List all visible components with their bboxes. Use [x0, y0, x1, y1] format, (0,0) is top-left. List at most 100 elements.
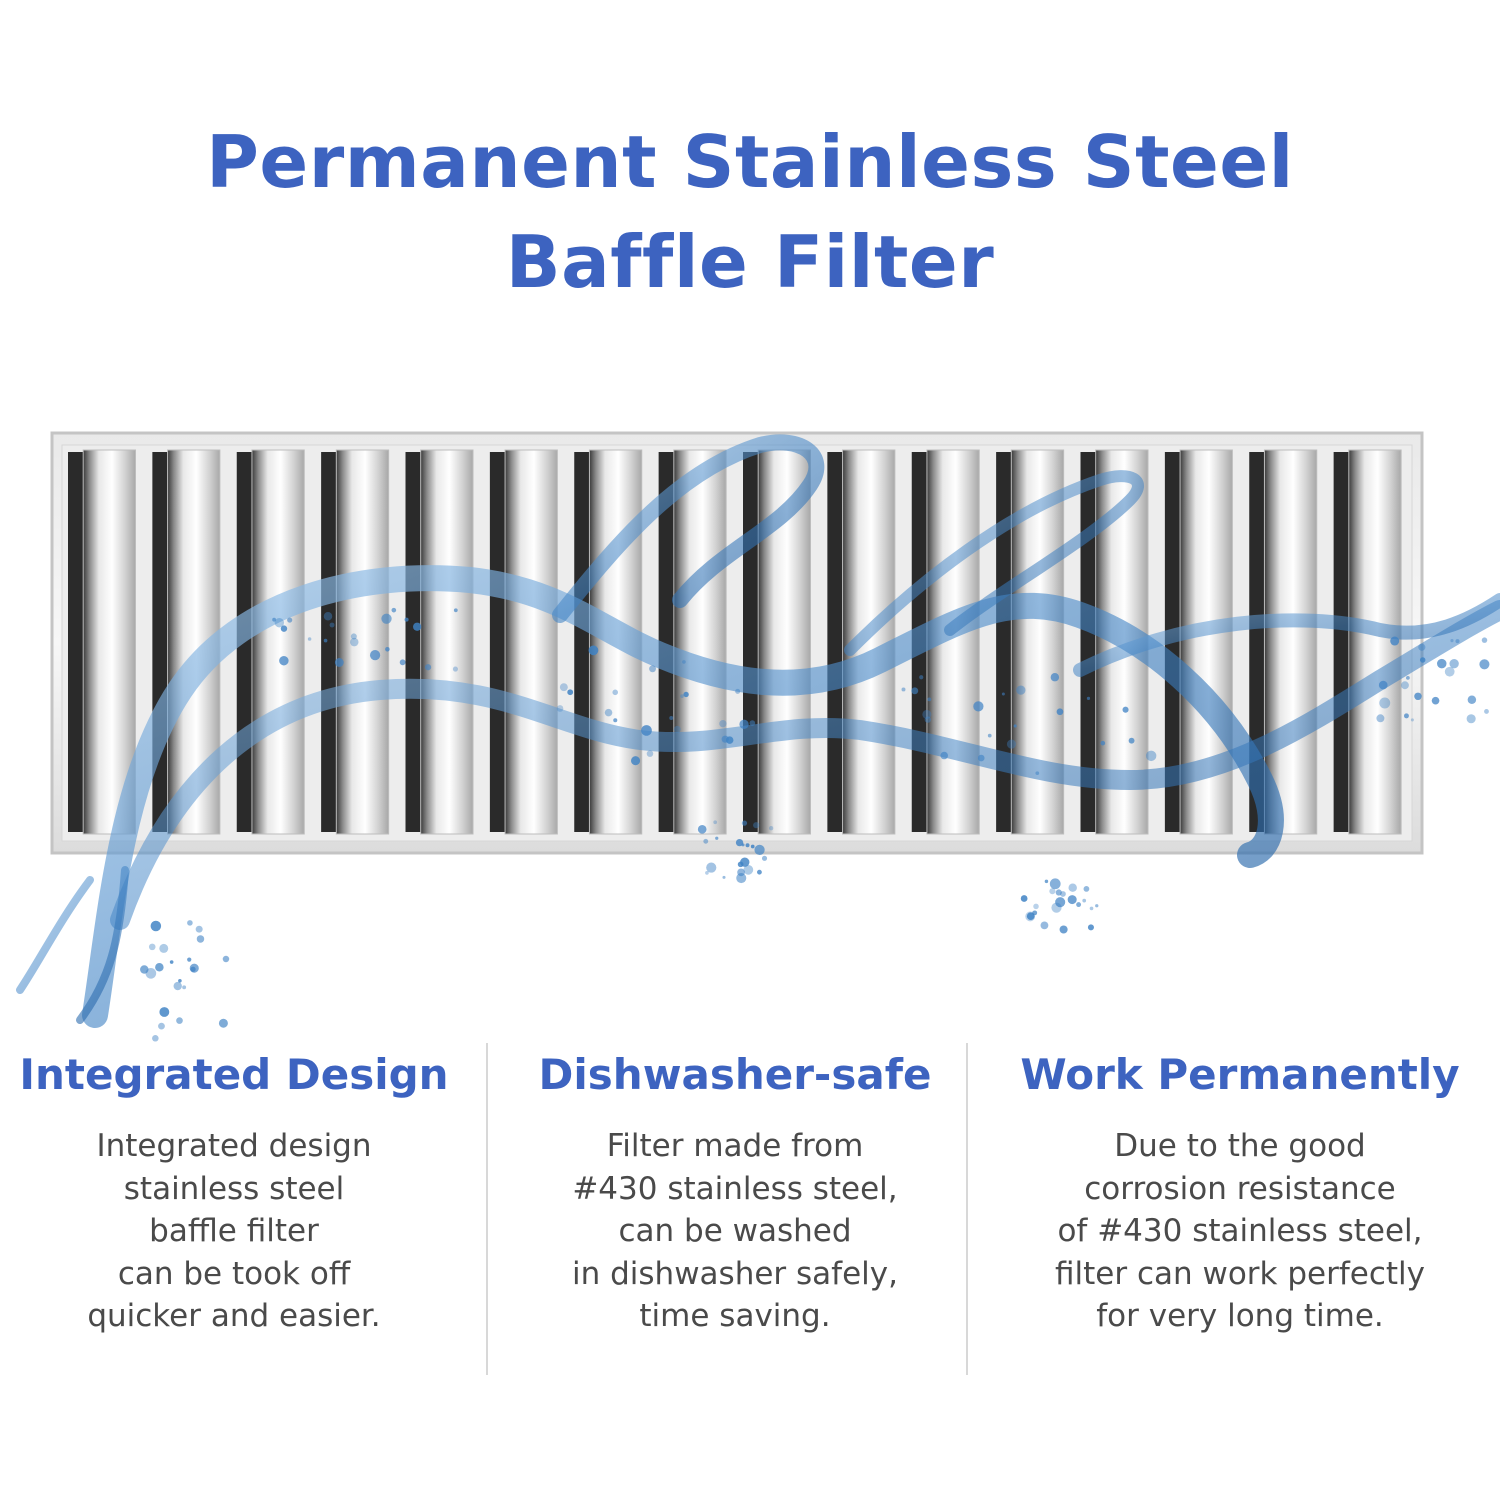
water-droplet: [1100, 740, 1106, 746]
feature-line: of #430 stainless steel,: [1057, 1213, 1423, 1249]
water-droplet: [1060, 891, 1066, 897]
water-droplet: [1051, 902, 1062, 913]
water-droplet: [745, 843, 750, 848]
water-droplet: [1484, 709, 1489, 714]
column-divider: [486, 1043, 488, 1375]
water-droplet: [604, 708, 613, 717]
water-droplet: [940, 751, 949, 760]
water-droplet: [1055, 897, 1066, 908]
water-droplet: [613, 718, 618, 723]
water-droplet: [1419, 657, 1426, 663]
water-droplet: [1026, 912, 1035, 921]
water-droplet: [280, 625, 288, 632]
water-droplet: [741, 820, 748, 826]
baffle-blade: [251, 449, 305, 835]
water-droplet: [1481, 637, 1488, 643]
water-droplet: [749, 720, 756, 726]
water-droplet: [391, 607, 397, 613]
feature-line: #430 stainless steel,: [572, 1170, 898, 1207]
water-droplet: [1076, 902, 1082, 908]
water-droplet: [754, 844, 765, 856]
feature-line: Integrated design: [96, 1128, 372, 1164]
water-droplet: [1479, 659, 1490, 670]
water-droplet: [150, 920, 162, 932]
water-droplet: [927, 697, 932, 702]
feature-line: can be washed: [618, 1213, 852, 1249]
water-droplet: [1016, 685, 1026, 695]
water-droplet: [1050, 672, 1060, 682]
feature-line: in dishwasher safely,: [572, 1255, 898, 1292]
water-droplet: [334, 658, 344, 667]
water-droplet: [612, 689, 619, 696]
water-droplet: [1403, 713, 1409, 719]
water-droplet: [706, 862, 717, 873]
baffle-blade: [673, 449, 727, 835]
water-droplet: [1001, 692, 1005, 696]
water-droplet: [735, 838, 744, 847]
water-droplet: [1087, 924, 1094, 931]
feature-line: stainless steel: [123, 1170, 345, 1207]
baffle-filter-image: [0, 400, 1500, 1060]
baffle-blade: [82, 449, 136, 835]
water-droplet: [1406, 676, 1410, 680]
water-droplet: [987, 733, 992, 738]
baffle-blade: [335, 449, 390, 835]
water-droplet: [218, 1018, 228, 1028]
water-droplet: [649, 665, 656, 673]
water-droplet: [713, 820, 718, 825]
water-droplet: [404, 617, 409, 622]
baffle-slot: [405, 452, 425, 832]
baffle-blade: [420, 449, 474, 835]
water-droplet: [1035, 771, 1040, 776]
water-droplet: [924, 716, 932, 723]
water-droplet: [173, 981, 182, 991]
water-droplet: [385, 647, 390, 652]
water-droplet: [753, 822, 760, 829]
feature-line: quicker and easier.: [87, 1298, 381, 1334]
water-droplet: [350, 633, 357, 640]
water-droplet: [631, 756, 641, 766]
baffle-blade: [504, 449, 558, 835]
water-droplet: [287, 617, 293, 623]
water-droplet: [757, 869, 762, 875]
water-droplet: [1437, 658, 1447, 669]
water-droplet: [140, 965, 149, 974]
feature-line: Due to the good: [1114, 1128, 1366, 1164]
water-droplet: [424, 664, 432, 671]
water-droplet: [1082, 898, 1087, 903]
baffle-slot: [996, 452, 1015, 832]
baffle-slot: [321, 452, 340, 832]
baffle-slot: [489, 452, 509, 832]
water-droplet: [187, 957, 192, 962]
water-droplet: [399, 659, 406, 666]
baffle-slot: [1333, 452, 1353, 832]
water-droplet: [750, 844, 755, 849]
feature-line: can be took off: [117, 1255, 351, 1292]
baffle-slot: [68, 452, 87, 832]
feature-heading: Integrated Design: [19, 1050, 449, 1099]
column-divider: [966, 1043, 968, 1375]
water-droplet: [452, 666, 458, 672]
water-droplet: [919, 675, 924, 680]
water-droplet: [646, 750, 654, 757]
water-droplet: [1145, 750, 1157, 762]
water-splash: [16, 434, 1500, 1042]
water-droplet: [588, 645, 599, 656]
water-droplet: [680, 694, 684, 698]
title-line-2: Baffle Filter: [505, 220, 995, 304]
water-droplet: [1095, 904, 1099, 908]
water-droplet: [739, 719, 749, 729]
water-droplet: [155, 962, 164, 972]
water-droplet: [182, 985, 187, 990]
title-line-1: Permanent Stainless Steel: [206, 120, 1294, 204]
water-droplet: [187, 920, 193, 926]
water-droplet: [169, 960, 174, 964]
water-droplet: [673, 725, 681, 733]
water-droplet: [683, 691, 689, 698]
feature-line: corrosion resistance: [1084, 1170, 1396, 1207]
water-droplet: [1055, 889, 1062, 896]
water-droplet: [279, 655, 289, 666]
water-droplet: [973, 701, 984, 712]
baffle-blade: [1263, 449, 1318, 835]
feature-description: Filter made from #430 stainless steel, c…: [495, 1125, 975, 1338]
